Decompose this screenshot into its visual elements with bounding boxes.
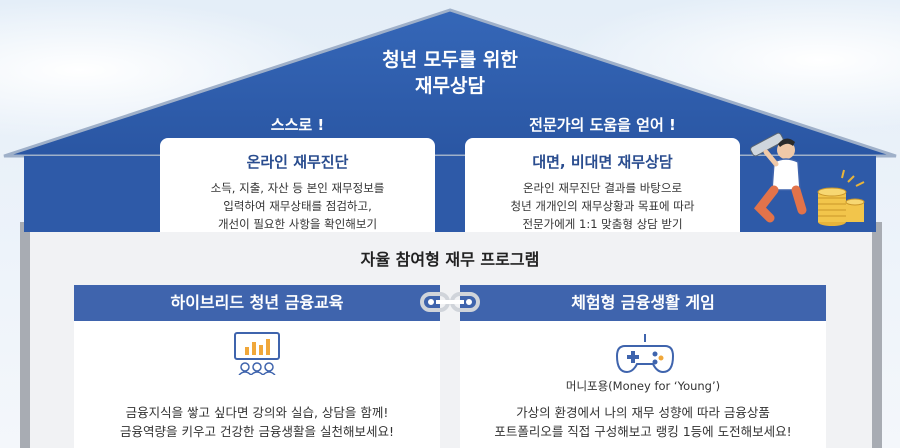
program-right-header: 체험형 금융생활 게임 — [460, 285, 826, 321]
card-title: 대면, 비대면 재무상담 — [532, 153, 673, 171]
section-label-expert: 전문가의 도움을 얻어 ! — [529, 116, 676, 134]
program-right-desc-line: 포트폴리오를 직접 구성해보고 랭킹 1등에 도전해보세요! — [494, 424, 792, 439]
program-left-desc-line: 금융역량을 키우고 건강한 금융생활을 실천해보세요! — [120, 424, 394, 439]
card-text-line: 소득, 지출, 자산 등 본인 재무정보를 — [210, 181, 385, 195]
game-controller-icon — [615, 334, 675, 374]
card-text-line: 개선이 필요한 사항을 확인해보기 — [217, 217, 378, 231]
roof-title-line1: 청년 모두를 위한 — [382, 49, 518, 71]
game-caption: 머니포용(Money for ‘Young’) — [565, 379, 721, 393]
presentation-chart-icon — [234, 332, 280, 375]
card-text-line: 전문가에게 1:1 맞춤형 상담 받기 — [522, 217, 683, 231]
program-title: 자율 참여형 재무 프로그램 — [360, 250, 540, 269]
roof-title-line2: 재무상담 — [415, 75, 485, 97]
coin-stack-icon — [817, 169, 865, 226]
program-left-header: 하이브리드 청년 금융교육 — [74, 285, 440, 321]
card-online-diagnosis: 온라인 재무진단 소득, 지출, 자산 등 본인 재무정보를 입력하여 재무상태… — [160, 138, 435, 232]
program-left-desc-line: 금융지식을 쌓고 싶다면 강의와 실습, 상담을 함께! — [125, 405, 389, 420]
person-with-telescope-icon — [750, 132, 865, 226]
card-title: 온라인 재무진단 — [246, 153, 349, 171]
card-consulting: 대면, 비대면 재무상담 온라인 재무진단 결과를 바탕으로 청년 개개인의 재… — [465, 138, 740, 232]
program-right-desc-line: 가상의 환경에서 나의 재무 성향에 따라 금융상품 — [516, 405, 770, 420]
card-text-line: 온라인 재무진단 결과를 바탕으로 — [522, 181, 683, 195]
section-label-self: 스스로 ! — [270, 116, 325, 134]
card-text-line: 청년 개개인의 재무상황과 목표에 따라 — [510, 199, 695, 213]
card-text-line: 입력하여 재무상태를 점검하고, — [223, 199, 372, 213]
chain-link-icon — [420, 292, 480, 312]
program-right-panel — [460, 321, 826, 448]
